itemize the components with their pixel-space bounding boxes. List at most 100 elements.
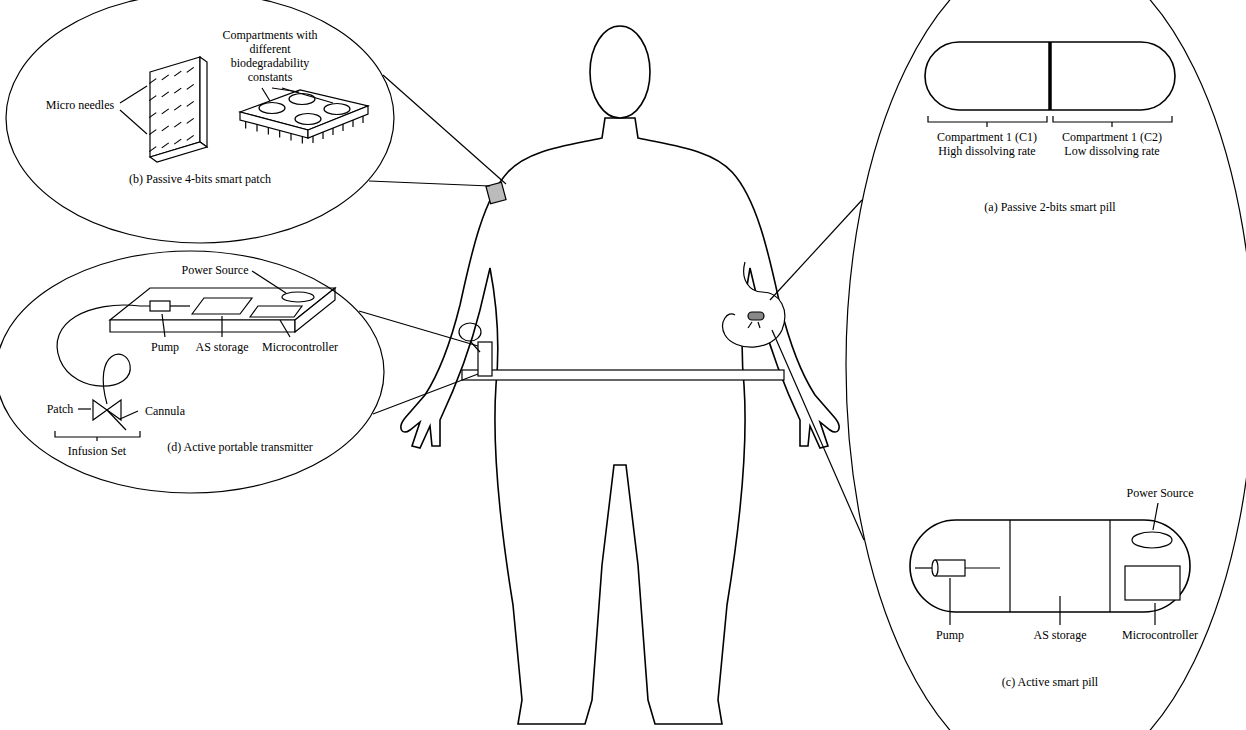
microneedle — [149, 79, 156, 84]
callout-ellipse: (a) Passive 2-bits smart pill (c) Active … — [845, 0, 1246, 730]
passive-pill — [1053, 116, 1172, 127]
part-label: Microcontroller — [1118, 628, 1202, 642]
microneedle — [362, 116, 363, 123]
microneedle — [312, 136, 313, 143]
microneedle — [246, 116, 363, 144]
passive-pill — [925, 42, 1175, 110]
compartment-plate — [282, 88, 333, 103]
portable-transmitter — [107, 410, 126, 430]
microneedle — [162, 75, 169, 80]
compartment-plate — [240, 88, 368, 144]
portable-transmitter — [250, 306, 302, 317]
leader-line — [383, 75, 506, 184]
compartment-plate — [295, 114, 321, 125]
passive-pill — [928, 116, 1047, 127]
microneedle — [187, 118, 194, 123]
figure-caption: (a) Passive 2-bits smart pill — [984, 200, 1115, 214]
ellipse-outline — [0, 250, 385, 494]
stomach — [748, 312, 764, 320]
portable-transmitter — [192, 298, 252, 314]
passive-pill — [1048, 42, 1052, 110]
microneedle — [332, 128, 333, 135]
part-label: AS storage — [1028, 628, 1092, 642]
ellipse-outline — [0, 251, 384, 493]
active-pill — [965, 567, 1000, 568]
part-label: Compartment 1 (C2) Low dissolving rate — [1053, 130, 1171, 158]
microneedle — [149, 113, 156, 118]
portable-transmitter — [57, 305, 150, 404]
microneedle-panel — [200, 57, 207, 147]
microneedle-panel — [120, 86, 147, 103]
microneedle — [174, 71, 181, 76]
portable-transmitter — [55, 431, 140, 441]
human-silhouette — [590, 26, 650, 118]
figure-caption: (c) Active smart pill — [1002, 675, 1098, 689]
active-pill — [910, 503, 1190, 625]
compartment-plate — [289, 94, 315, 105]
portable-transmitter — [78, 408, 91, 409]
part-label: Power Source — [175, 263, 255, 277]
active-pill — [915, 567, 932, 568]
microneedle — [162, 126, 169, 131]
ellipse-outline — [846, 0, 1246, 730]
portable-transmitter — [162, 314, 165, 337]
compartment-plate — [324, 104, 350, 115]
microneedle — [322, 132, 323, 139]
portable-transmitter — [221, 316, 222, 337]
stomach — [748, 322, 760, 328]
compartment-plate — [308, 106, 368, 138]
active-pill — [1109, 520, 1110, 612]
portable-transmitter — [120, 411, 138, 419]
ellipse-outline — [845, 0, 1246, 730]
microneedle — [187, 135, 194, 140]
part-label: Micro needles — [38, 98, 122, 112]
leader-line — [359, 75, 864, 540]
microneedle — [187, 84, 194, 89]
belt — [462, 370, 784, 380]
microneedle — [268, 128, 269, 135]
microneedle — [290, 134, 291, 141]
portable-transmitter — [170, 305, 190, 306]
microneedle — [149, 67, 194, 151]
portable-transmitter — [280, 320, 290, 337]
microneedle — [149, 147, 156, 152]
part-label: Pump — [145, 340, 185, 354]
portable-transmitter — [295, 288, 335, 332]
microneedle-panel — [120, 110, 147, 134]
microneedle — [302, 137, 303, 144]
microneedle — [149, 96, 156, 101]
stomach — [723, 262, 785, 347]
microneedle — [162, 92, 169, 97]
portable-transmitter — [110, 320, 295, 332]
stomach — [723, 262, 785, 347]
part-label: Pump — [930, 628, 970, 642]
active-pill — [910, 520, 1190, 612]
microneedle — [279, 131, 280, 138]
part-label: Microcontroller — [258, 340, 342, 354]
part-label: Infusion Set — [57, 444, 137, 458]
waist-device — [478, 342, 492, 376]
human-silhouette — [401, 118, 839, 724]
active-pill — [949, 578, 950, 625]
microneedle — [149, 130, 156, 135]
active-pill — [1154, 603, 1155, 625]
waist-device — [470, 341, 480, 352]
leader-line — [772, 330, 864, 540]
microneedle — [162, 109, 169, 114]
leader-line — [369, 181, 490, 186]
active-pill — [1059, 596, 1060, 625]
active-pill — [1009, 520, 1010, 612]
portable-transmitter — [55, 271, 335, 441]
waist-device — [459, 323, 492, 376]
microneedle-panel — [150, 57, 200, 157]
part-label: Compartments with different biodegradabi… — [222, 28, 318, 84]
microneedle — [342, 124, 343, 131]
portable-transmitter — [150, 301, 170, 311]
microneedle — [245, 122, 246, 129]
microneedle — [187, 67, 194, 72]
portable-transmitter — [282, 292, 314, 302]
leader-line — [373, 374, 478, 414]
active-pill — [1125, 566, 1180, 600]
active-pill — [932, 560, 938, 576]
microneedle — [174, 122, 181, 127]
